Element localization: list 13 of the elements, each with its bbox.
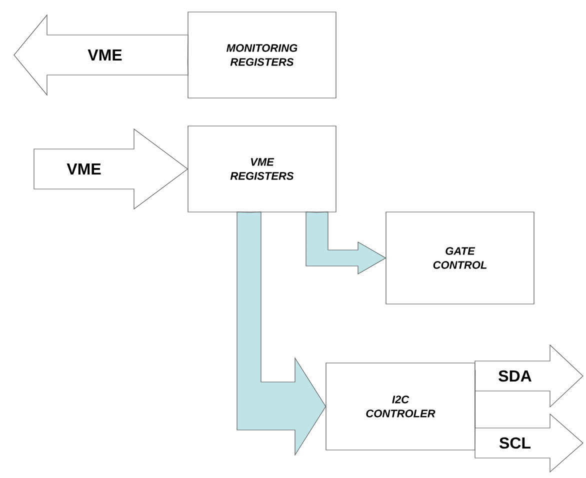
- block-box: GATE CONTROL: [386, 212, 534, 304]
- block-arrow: [474, 370, 584, 473]
- edge-label: VME: [88, 50, 122, 60]
- edge-label: SCL: [499, 437, 530, 449]
- block-box: I2C CONTROLER: [326, 362, 476, 450]
- block-box: VME REGISTERS: [188, 126, 336, 212]
- block-arrow: [236, 212, 326, 456]
- block-box: MONITORING REGISTERS: [188, 12, 336, 98]
- block-arrow: [306, 212, 386, 275]
- block-arrow: [14, 14, 188, 96]
- edge-label: VME: [66, 164, 101, 174]
- block-arrow: [34, 128, 188, 210]
- edge-label: SDA: [498, 370, 532, 382]
